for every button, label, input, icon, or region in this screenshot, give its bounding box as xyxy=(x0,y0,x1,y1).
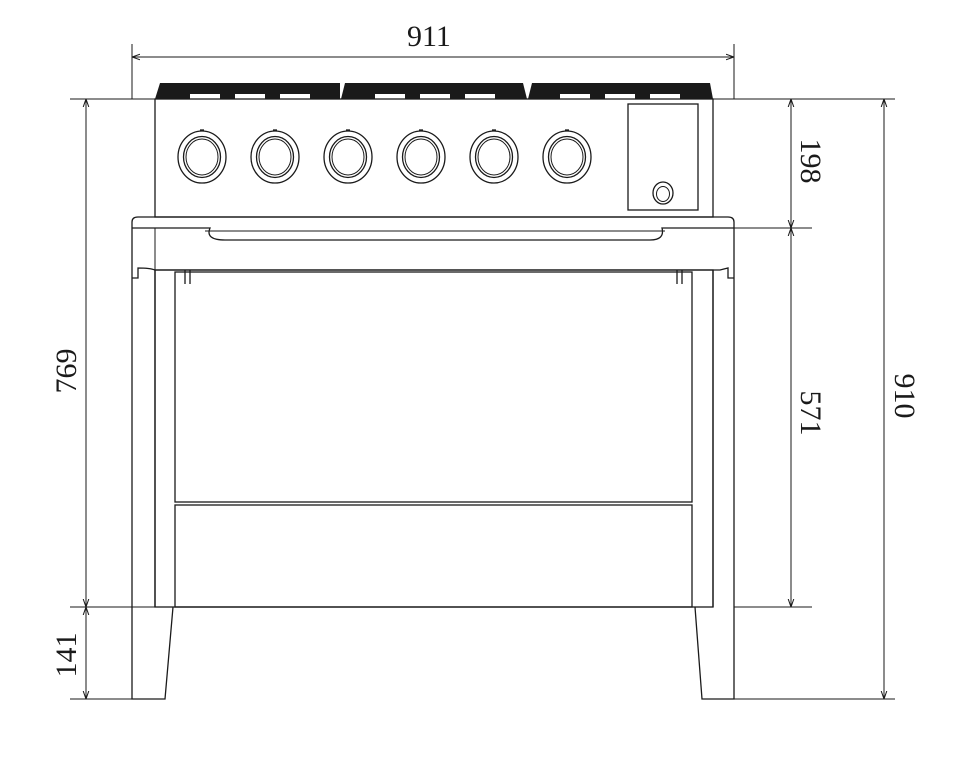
control-panel-height-label: 198 xyxy=(794,139,827,184)
pan-support-left xyxy=(155,83,340,99)
leg-right xyxy=(694,606,735,700)
pan-support-middle xyxy=(341,83,527,99)
leg-left xyxy=(131,606,174,700)
control-knobs xyxy=(177,129,592,184)
oven-door xyxy=(174,271,693,503)
body-height-label: 769 xyxy=(50,349,83,394)
control-knob xyxy=(177,129,227,184)
leg-height-label: 141 xyxy=(50,633,83,678)
control-knob xyxy=(396,129,446,184)
oven-body xyxy=(154,269,714,608)
control-knob xyxy=(250,129,300,184)
side-panels xyxy=(131,270,735,607)
overall-height-label: 910 xyxy=(888,374,921,419)
clock-knob-inner xyxy=(656,186,670,202)
control-knob xyxy=(469,129,519,184)
control-knob xyxy=(323,129,373,184)
legs xyxy=(131,270,735,700)
pan-supports xyxy=(155,83,713,99)
clock-knob-outer xyxy=(652,181,674,205)
oven-handle-fascia xyxy=(131,216,735,279)
cabinet xyxy=(154,269,714,608)
pan-support-right xyxy=(528,83,713,99)
dimension-labels: 911 769 141 198 571 910 xyxy=(50,20,921,678)
storage-drawer xyxy=(174,504,693,608)
clock-module xyxy=(627,103,699,211)
control-panel xyxy=(154,98,714,218)
dimension-lines xyxy=(70,44,895,700)
control-panel-frame xyxy=(154,98,714,218)
control-knob xyxy=(542,129,592,184)
overall-width-label: 911 xyxy=(407,20,451,53)
oven-height-label: 571 xyxy=(794,391,827,436)
clock-panel xyxy=(627,103,699,211)
